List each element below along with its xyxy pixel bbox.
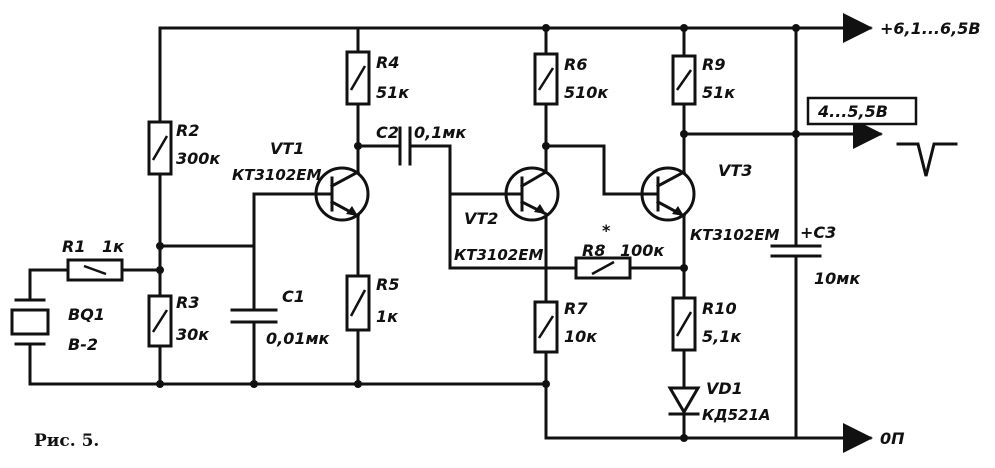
figure-caption: Рис. 5. xyxy=(34,431,99,451)
r2-value: 300к xyxy=(176,149,221,168)
resistor-r7 xyxy=(533,300,559,354)
capacitor-c3 xyxy=(770,244,822,258)
r6-ref: R6 xyxy=(564,55,587,74)
vt3-type: КТ3102ЕМ xyxy=(690,226,779,244)
wires xyxy=(28,13,883,453)
vt1-type: КТ3102ЕМ xyxy=(232,166,321,184)
resistor-r9 xyxy=(671,54,697,106)
labels: +6,1...6,5В 0П 4...5,5В R1 1к R2 300к R3… xyxy=(34,19,981,451)
r1-value: 1к xyxy=(102,237,125,256)
r4-value: 51к xyxy=(376,83,410,102)
c1-ref: C1 xyxy=(282,287,305,306)
r3-value: 30к xyxy=(176,325,210,344)
r3-ref: R3 xyxy=(176,293,199,312)
output-voltage-box xyxy=(806,96,918,126)
vd1-type: КД521А xyxy=(702,406,771,424)
bq1-type: В-2 xyxy=(68,335,98,354)
resistor-r8 xyxy=(574,256,632,280)
resistor-r2 xyxy=(147,120,173,176)
capacitor-c2 xyxy=(398,126,412,166)
resistor-r5 xyxy=(345,274,371,332)
r7-ref: R7 xyxy=(564,299,588,318)
c3-value: 10мк xyxy=(814,269,861,288)
junction-dots xyxy=(156,24,800,442)
transistor-vt2 xyxy=(504,166,560,222)
r8-ref: R8 xyxy=(582,241,605,260)
transistor-vt1 xyxy=(314,166,370,222)
pulse-waveform-icon xyxy=(896,142,958,177)
r9-ref: R9 xyxy=(702,55,725,74)
r6-value: 510к xyxy=(564,83,609,102)
capacitor-c1 xyxy=(230,308,278,324)
vd1-ref: VD1 xyxy=(706,379,743,398)
resistor-r3 xyxy=(147,294,173,348)
r9-value: 51к xyxy=(702,83,736,102)
resistor-r4 xyxy=(345,50,371,106)
r2-ref: R2 xyxy=(176,121,199,140)
resistor-r6 xyxy=(533,52,559,106)
transistor-vt3 xyxy=(638,166,696,222)
output-label: 4...5,5В xyxy=(817,102,888,121)
vt2-ref: VT2 xyxy=(464,209,498,228)
r8-select-mark: * xyxy=(602,221,611,240)
c1-value: 0,01мк xyxy=(266,329,331,348)
c2-ref: C2 xyxy=(376,123,399,142)
ground-label: 0П xyxy=(880,429,905,448)
r4-ref: R4 xyxy=(376,53,399,72)
r5-value: 1к xyxy=(376,307,399,326)
supply-label: +6,1...6,5В xyxy=(880,19,981,38)
r10-ref: R10 xyxy=(702,299,737,318)
vt1-ref: VT1 xyxy=(270,139,304,158)
c2-value: 0,1мк xyxy=(414,123,467,142)
bq1-ref: BQ1 xyxy=(68,305,105,324)
diode-vd1 xyxy=(667,386,701,416)
r10-value: 5,1к xyxy=(702,327,742,346)
c3-ref: +C3 xyxy=(800,223,836,242)
resistor-r1 xyxy=(66,258,124,282)
vt3-ref: VT3 xyxy=(718,161,752,180)
r5-ref: R5 xyxy=(376,275,399,294)
r7-value: 10к xyxy=(564,327,598,346)
piezo-bq1 xyxy=(10,298,50,346)
r1-ref: R1 xyxy=(62,237,85,256)
r8-value: 100к xyxy=(620,241,665,260)
resistor-r10 xyxy=(671,296,697,352)
vt2-type: КТ3102ЕМ xyxy=(454,246,543,264)
